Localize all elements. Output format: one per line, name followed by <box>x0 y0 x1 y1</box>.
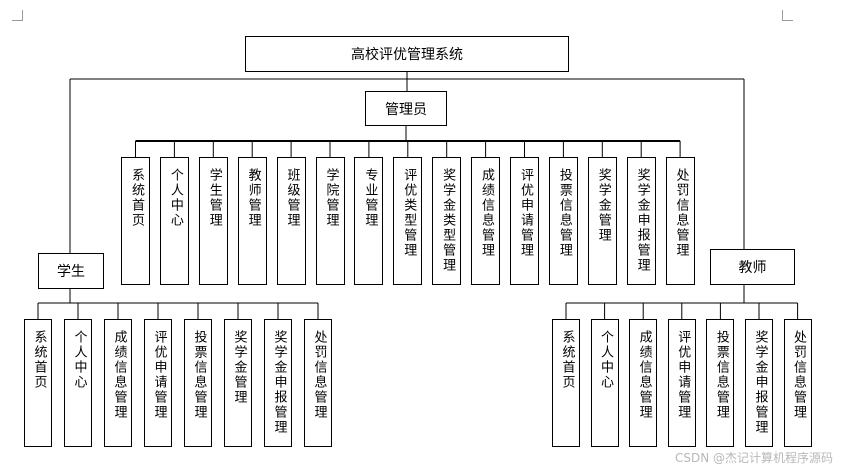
admin-module-box: 投票信息管理 <box>548 157 578 285</box>
student-module-label: 投票信息管理 <box>191 330 207 420</box>
admin-module-label: 专业管理 <box>362 168 378 228</box>
admin-module-label: 系统首页 <box>128 168 144 228</box>
root-node: 高校评优管理系统 <box>245 36 569 72</box>
teacher-module-label: 成绩信息管理 <box>636 330 652 420</box>
student-module-label: 成绩信息管理 <box>111 330 127 420</box>
student-module-box: 系统首页 <box>24 319 52 447</box>
admin-module-label: 学生管理 <box>206 168 222 228</box>
admin-module-box: 评优申请管理 <box>510 157 539 285</box>
student-module-box: 成绩信息管理 <box>104 319 132 447</box>
admin-module-label: 个人中心 <box>167 168 183 228</box>
admin-module-label: 成绩信息管理 <box>479 168 495 258</box>
admin-module-box: 奖学金管理 <box>587 157 617 285</box>
admin-module-box: 学院管理 <box>315 157 345 285</box>
admin-module-box: 个人中心 <box>159 157 189 285</box>
teacher-node: 教师 <box>710 249 795 285</box>
admin-module-label: 学院管理 <box>323 168 339 228</box>
student-module-box: 个人中心 <box>64 319 92 447</box>
admin-module-label: 班级管理 <box>284 168 300 228</box>
admin-module-label: 评优申请管理 <box>517 168 533 258</box>
admin-module-box: 处罚信息管理 <box>665 157 695 285</box>
admin-module-label: 投票信息管理 <box>556 168 572 258</box>
admin-node: 管理员 <box>365 91 447 126</box>
page-corner-mark-left <box>12 10 23 21</box>
teacher-module-box: 系统首页 <box>552 319 580 447</box>
admin-module-label: 奖学金类型管理 <box>440 168 456 273</box>
admin-module-box: 奖学金类型管理 <box>432 157 462 285</box>
admin-module-box: 评优类型管理 <box>393 157 423 285</box>
student-module-box: 处罚信息管理 <box>304 319 332 447</box>
student-module-box: 奖学金申报管理 <box>264 319 292 447</box>
student-module-label: 处罚信息管理 <box>311 330 327 420</box>
student-module-label: 系统首页 <box>31 330 47 390</box>
teacher-module-label: 评优申请管理 <box>675 330 691 420</box>
admin-module-label: 评优类型管理 <box>401 168 417 258</box>
student-module-box: 投票信息管理 <box>184 319 212 447</box>
admin-module-box: 教师管理 <box>237 157 267 285</box>
student-module-box: 奖学金管理 <box>224 319 252 447</box>
student-module-label: 奖学金管理 <box>231 330 247 405</box>
teacher-module-label: 投票信息管理 <box>713 330 729 420</box>
admin-module-box: 专业管理 <box>354 157 384 285</box>
teacher-module-box: 个人中心 <box>590 319 619 447</box>
teacher-module-label: 处罚信息管理 <box>791 330 807 420</box>
teacher-module-box: 成绩信息管理 <box>629 319 658 447</box>
teacher-module-label: 奖学金申报管理 <box>752 330 768 435</box>
teacher-module-label: 个人中心 <box>598 330 614 390</box>
teacher-module-box: 处罚信息管理 <box>783 319 812 447</box>
student-module-label: 奖学金申报管理 <box>271 330 287 435</box>
admin-module-label: 奖学金管理 <box>595 168 611 243</box>
page-corner-mark-right <box>782 10 793 21</box>
student-module-box: 评优申请管理 <box>144 319 172 447</box>
admin-module-box: 成绩信息管理 <box>471 157 501 285</box>
student-module-label: 评优申请管理 <box>151 330 167 420</box>
teacher-module-box: 奖学金申报管理 <box>745 319 773 447</box>
admin-module-label: 处罚信息管理 <box>673 168 689 258</box>
admin-module-label: 教师管理 <box>245 168 261 228</box>
teacher-module-box: 投票信息管理 <box>706 319 735 447</box>
teacher-module-box: 评优申请管理 <box>667 319 696 447</box>
admin-module-box: 学生管理 <box>198 157 228 285</box>
admin-module-box: 奖学金申报管理 <box>626 157 656 285</box>
teacher-module-label: 系统首页 <box>559 330 575 390</box>
student-module-label: 个人中心 <box>71 330 87 390</box>
admin-module-box: 班级管理 <box>276 157 306 285</box>
admin-module-label: 奖学金申报管理 <box>634 168 650 273</box>
admin-module-box: 系统首页 <box>121 157 150 285</box>
student-node: 学生 <box>38 253 104 289</box>
watermark: CSDN @杰记计算机程序源码 <box>674 451 833 465</box>
